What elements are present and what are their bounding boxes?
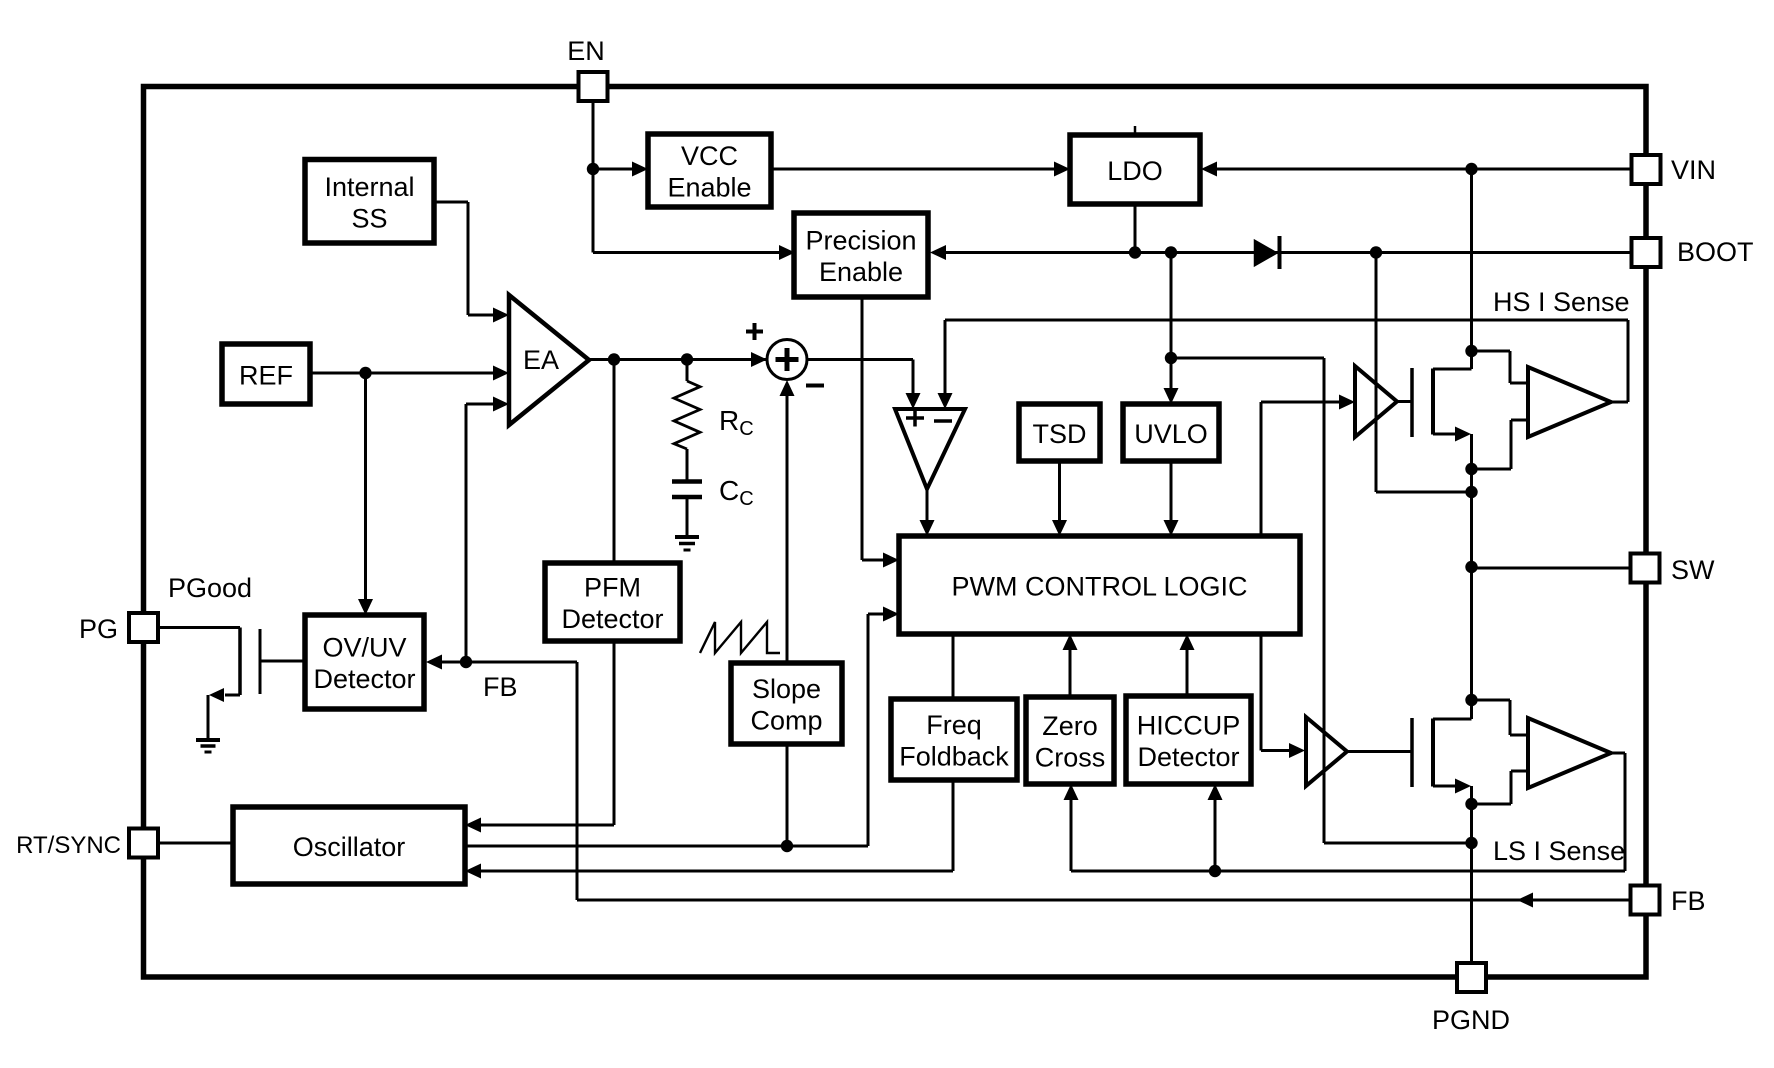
svg-text:Comp: Comp	[750, 706, 822, 736]
svg-text:EN: EN	[567, 36, 605, 66]
svg-text:Enable: Enable	[667, 173, 751, 203]
svg-text:Freq: Freq	[926, 710, 982, 740]
svg-text:FB: FB	[483, 672, 518, 702]
svg-text:RT/SYNC: RT/SYNC	[16, 832, 121, 859]
svg-text:Detector: Detector	[313, 664, 415, 694]
svg-text:Internal: Internal	[324, 172, 414, 202]
svg-text:Detector: Detector	[1137, 742, 1239, 772]
svg-text:Detector: Detector	[561, 604, 663, 634]
svg-text:HS I Sense: HS I Sense	[1493, 287, 1630, 317]
svg-text:Enable: Enable	[819, 257, 903, 287]
svg-text:FB: FB	[1671, 886, 1706, 916]
svg-text:UVLO: UVLO	[1134, 419, 1208, 449]
svg-text:HICCUP: HICCUP	[1137, 711, 1241, 741]
svg-text:SS: SS	[351, 203, 387, 233]
svg-text:Cross: Cross	[1035, 743, 1106, 773]
svg-text:PG: PG	[79, 614, 118, 644]
svg-text:PGood: PGood	[168, 573, 252, 603]
svg-text:SW: SW	[1671, 555, 1715, 585]
svg-text:REF: REF	[239, 361, 293, 391]
svg-text:Oscillator: Oscillator	[293, 832, 406, 862]
svg-text:Precision: Precision	[805, 226, 916, 256]
svg-text:BOOT: BOOT	[1677, 237, 1754, 267]
svg-text:OV/UV: OV/UV	[322, 633, 406, 663]
svg-text:Slope: Slope	[752, 674, 821, 704]
svg-text:PFM: PFM	[584, 573, 641, 603]
svg-text:VIN: VIN	[1671, 155, 1716, 185]
svg-text:LS I Sense: LS I Sense	[1493, 836, 1625, 866]
svg-text:TSD: TSD	[1033, 419, 1087, 449]
svg-text:Zero: Zero	[1042, 711, 1098, 741]
svg-text:LDO: LDO	[1107, 156, 1163, 186]
svg-text:EA: EA	[523, 345, 559, 375]
svg-text:Foldback: Foldback	[899, 742, 1009, 772]
svg-text:PGND: PGND	[1432, 1005, 1510, 1035]
svg-text:VCC: VCC	[681, 141, 738, 171]
svg-text:PWM CONTROL LOGIC: PWM CONTROL LOGIC	[951, 572, 1247, 602]
